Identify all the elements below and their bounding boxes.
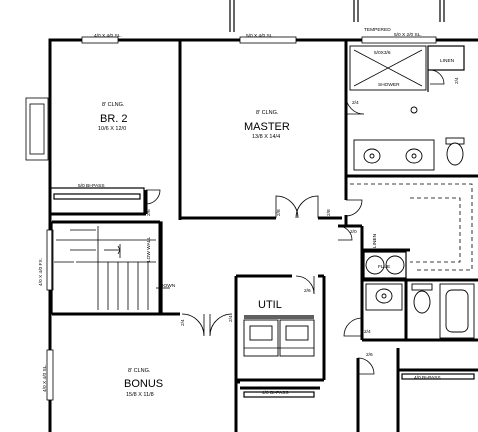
label-linen-mid: LINEN (372, 233, 378, 248)
master-clng: 8' CLNG. (256, 110, 279, 116)
label-door-26-br2: 2/6 (146, 209, 152, 216)
util-appliances (243, 315, 315, 357)
bonus-name: BONUS (124, 378, 163, 390)
label-win-master-top: 5/0 X 4/0 SL. (246, 33, 274, 39)
label-door-24-bath: 2/4 (352, 100, 359, 106)
label-win-bath-top: 5/0 X 2/0 SL. (394, 32, 422, 38)
br2-clng: 8' CLNG. (102, 102, 125, 108)
interior-walls (49, 40, 478, 432)
label-door-26-util: 2/6 (304, 288, 311, 294)
labels: 4/0 X 4/0 SL. 5/0 X 4/0 SL. TEMPERED 5/0… (38, 27, 460, 398)
master-name: MASTER (244, 121, 290, 133)
label-door-20: 2/0 (350, 229, 357, 235)
label-linen-top: LINEN (440, 58, 455, 64)
label-bipass-bottom-right: 4/0 BI-PASS (414, 375, 441, 381)
closets (53, 193, 475, 398)
label-win-bonus: 4/0 X 4/0 SL. (42, 364, 48, 392)
label-door-26-bottom: 2/6 (366, 352, 373, 358)
label-door-28-master-b: 2/8 (326, 209, 332, 216)
label-door-24-hall-b: 2/4 (228, 315, 234, 322)
label-door-24-bath2: 2/4 (364, 329, 371, 335)
exterior-walls (48, 38, 478, 432)
label-door-24-hall-a: 2/4 (180, 319, 186, 326)
label-down: DOWN (160, 283, 176, 289)
label-tempered: TEMPERED (364, 27, 391, 33)
label-shower-size: 5/0X3/6 (374, 50, 391, 56)
top-bay-outline (229, 0, 445, 32)
label-low-wall: LOW WALL (146, 237, 152, 262)
doors (145, 69, 445, 375)
label-win-stair: 4/0 X 4/0 FX. (38, 258, 44, 286)
label-door-24-right: 2/4 (454, 77, 460, 84)
label-flue: FLUE (378, 264, 390, 270)
bonus-size: 15/8 X 11/8 (126, 392, 154, 398)
label-shower: SHOWER (378, 82, 400, 88)
label-door-28-master: 2/8 (276, 209, 282, 216)
label-win-br2-top: 4/0 X 4/0 SL. (94, 33, 122, 39)
label-bipass-br2: 5/0 BI-PASS (78, 183, 105, 189)
staircase (54, 226, 170, 310)
util-name: UTIL (258, 299, 282, 311)
br2-size: 10/6 X 12/0 (98, 126, 126, 132)
windows (25, 36, 437, 401)
br2-name: BR. 2 (100, 113, 128, 125)
label-bipass-bonus: 4/0 BI-PASS (262, 390, 289, 396)
bath-fixtures (353, 106, 475, 339)
bonus-clng: 8' CLNG. (128, 368, 151, 374)
master-size: 13/8 X 14/4 (252, 134, 280, 140)
